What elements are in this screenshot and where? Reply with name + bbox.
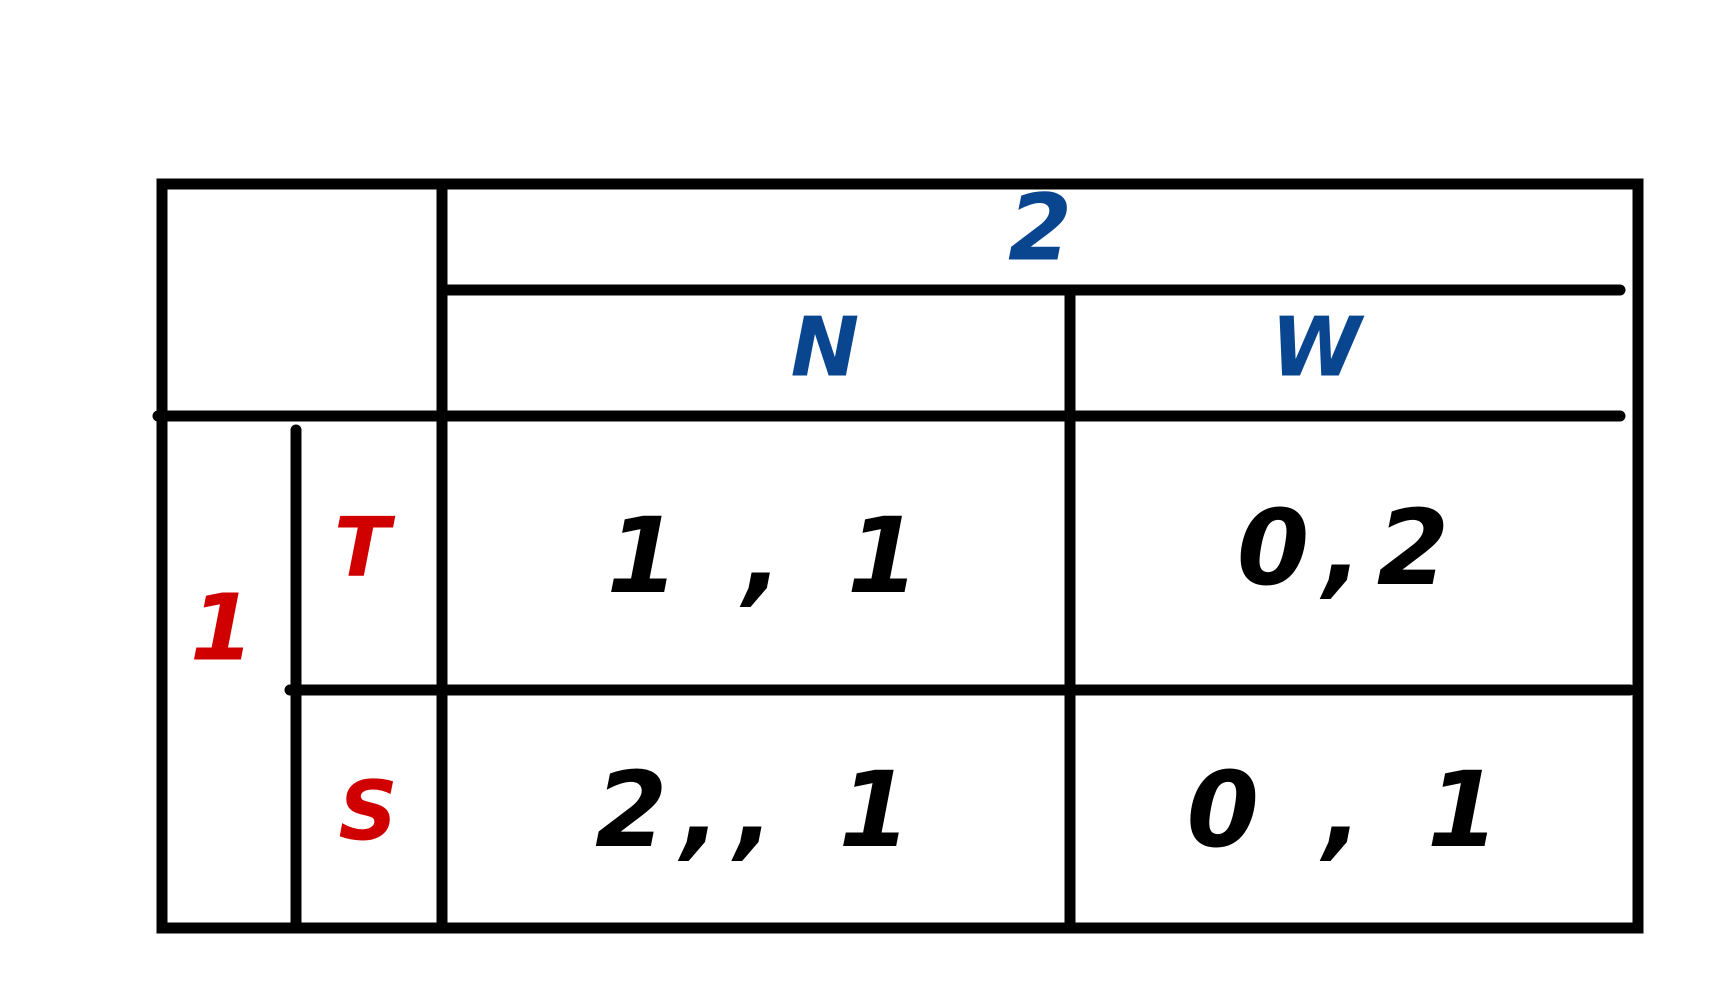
row-strategy-s: S [338,765,397,860]
row-strategy-t: T [334,501,396,596]
payoff-s-w: 0 , 1 [1187,749,1514,871]
payoff-s-n: 2,, 1 [595,749,925,871]
column-strategy-w: W [1271,301,1365,396]
payoff-t-n: 1 , 1 [607,495,934,617]
table-outer-border [156,178,1644,934]
payoff-t-w: 0,2 [1237,487,1463,609]
table-grid [152,178,1644,934]
column-player-label: 2 [1008,175,1072,282]
column-strategy-n: N [791,301,860,396]
row-player-label: 1 [190,575,254,682]
